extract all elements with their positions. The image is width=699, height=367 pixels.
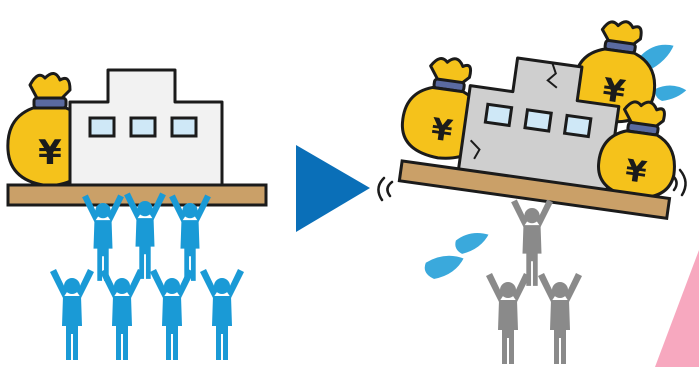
person-icon [538, 273, 582, 364]
building-window [172, 118, 196, 136]
person-icon [200, 269, 244, 360]
building-window [525, 110, 551, 131]
supporting-people [486, 199, 582, 364]
person-icon [150, 269, 194, 360]
pink-accent-shape [655, 250, 699, 367]
person-icon [50, 269, 94, 360]
building-window [90, 118, 114, 136]
person-icon [511, 199, 553, 285]
person-icon [486, 273, 530, 364]
platform [8, 185, 266, 205]
building-window [131, 118, 155, 136]
yen-symbol: ¥ [38, 133, 62, 173]
building-window [485, 104, 511, 125]
person-icon [100, 269, 144, 360]
play-triangle-icon [296, 145, 370, 232]
person-icon [169, 194, 211, 280]
left-panel: ¥ [8, 70, 266, 360]
person-icon [82, 194, 124, 280]
supporting-people [50, 192, 244, 360]
person-icon [124, 192, 166, 278]
building-window [565, 115, 591, 136]
right-panel: ¥ ¥ ¥ [378, 0, 694, 364]
building [70, 70, 222, 185]
